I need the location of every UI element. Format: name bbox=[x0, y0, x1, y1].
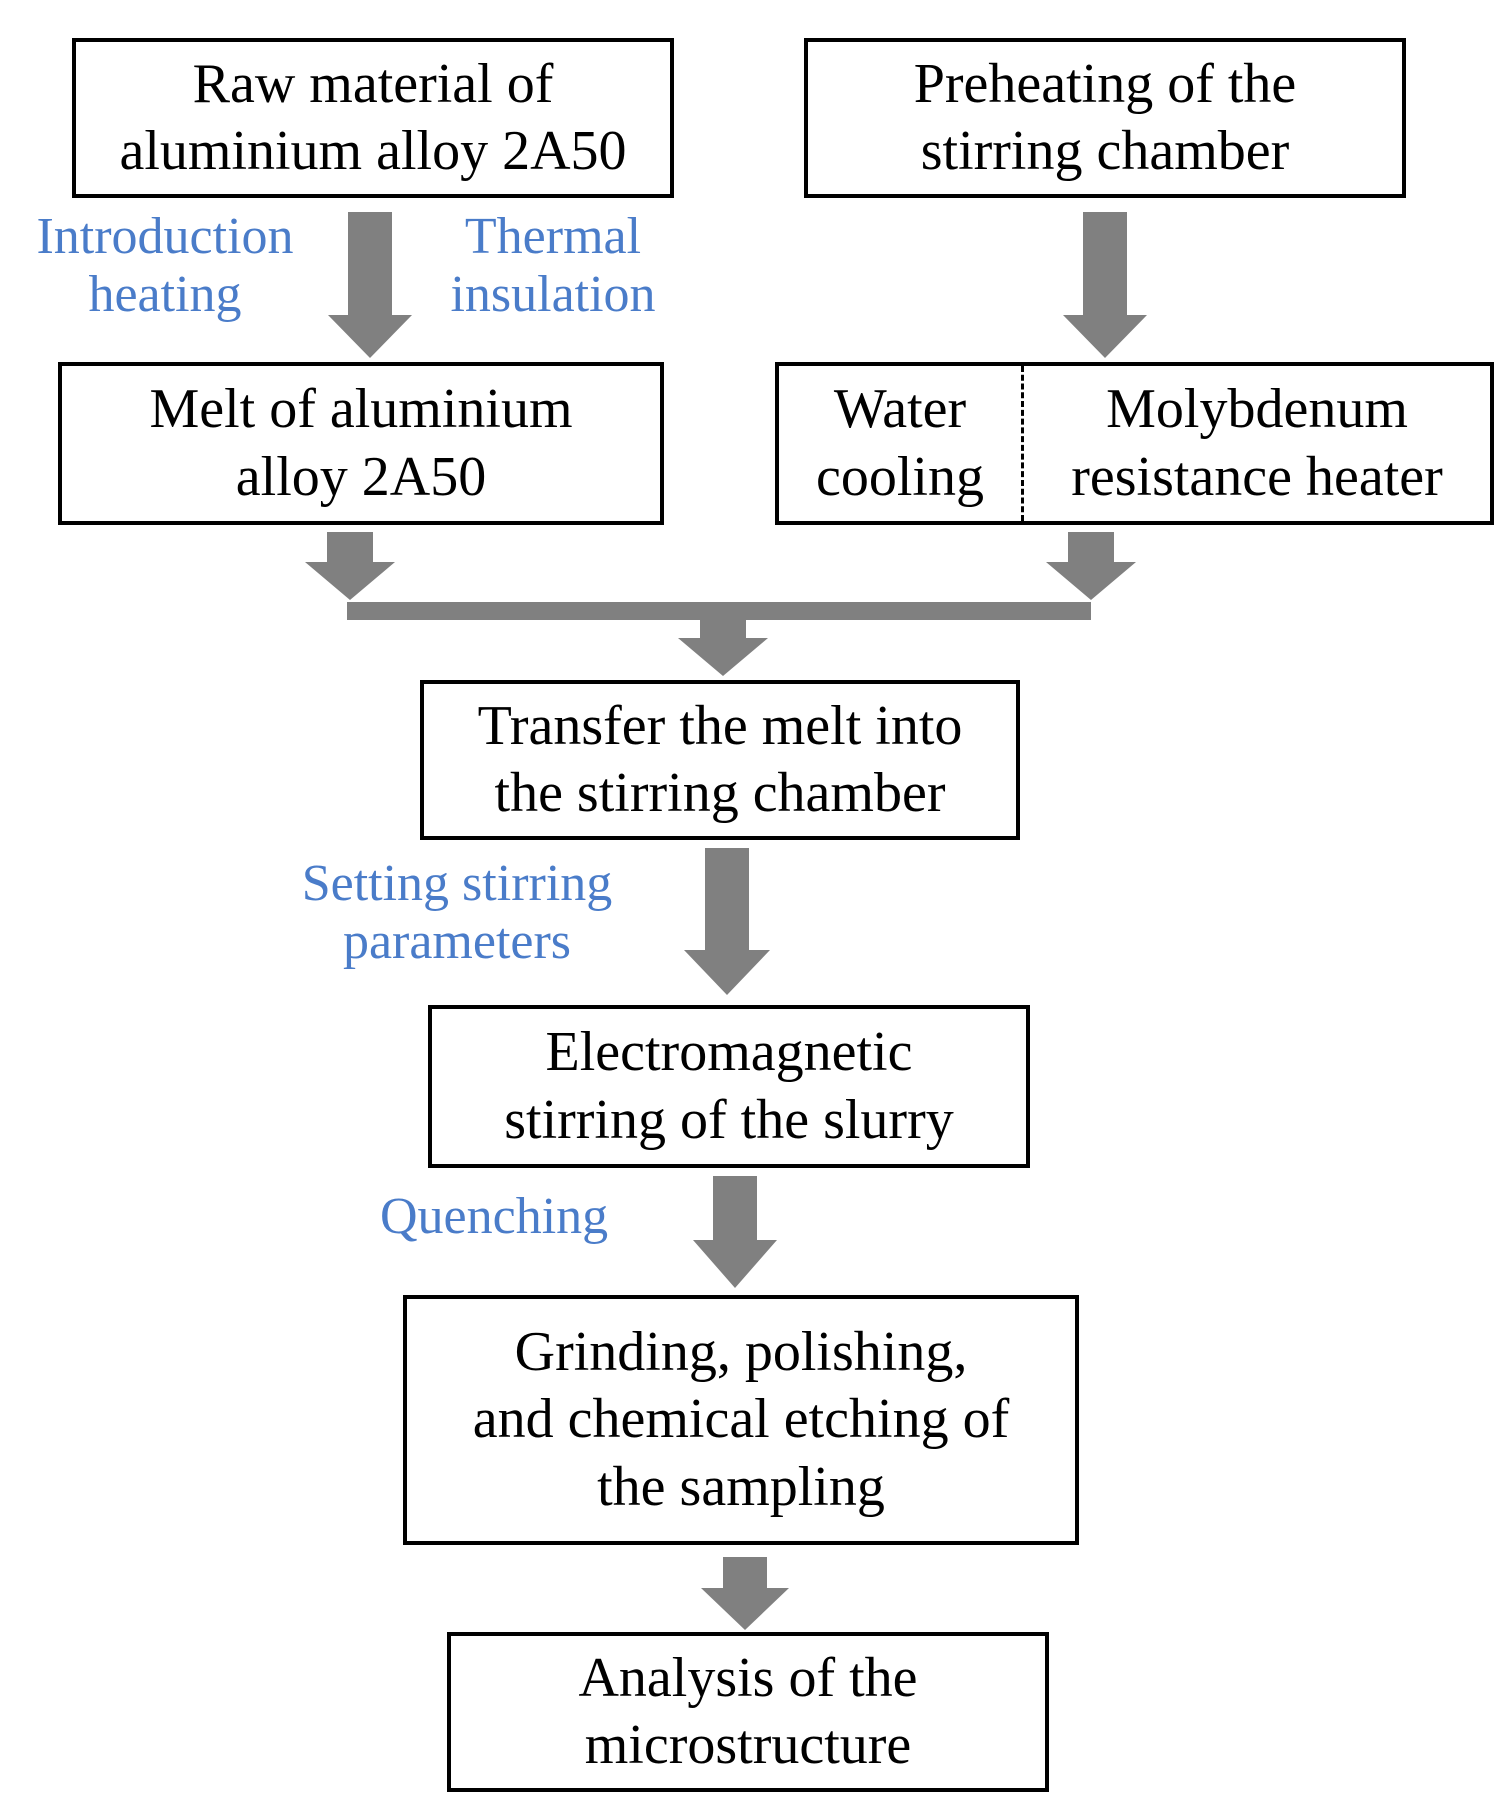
arrow-heater-to-merge bbox=[1046, 532, 1136, 600]
grinding-label: Grinding, polishing, and chemical etchin… bbox=[472, 1321, 1010, 1518]
preheating-box: Preheating of the stirring chamber bbox=[804, 38, 1406, 198]
arrow-transfer-to-stirring bbox=[684, 848, 770, 995]
arrow-raw-to-melt bbox=[328, 212, 412, 358]
water-cooling-section: Water cooling bbox=[779, 366, 1024, 521]
molybdenum-heater-label: Molybdenum resistance heater bbox=[1071, 378, 1443, 508]
cooling-heater-box: Water cooling Molybdenum resistance heat… bbox=[775, 362, 1494, 525]
melt-box: Melt of aluminium alloy 2A50 bbox=[58, 362, 664, 525]
raw-material-box: Raw material of aluminium alloy 2A50 bbox=[72, 38, 674, 198]
transfer-label: Transfer the melt into the stirring cham… bbox=[477, 694, 963, 824]
grinding-box: Grinding, polishing, and chemical etchin… bbox=[403, 1295, 1079, 1545]
analysis-label: Analysis of the microstructure bbox=[578, 1646, 918, 1776]
arrow-melt-to-merge bbox=[305, 532, 395, 600]
merge-bar bbox=[347, 602, 1091, 620]
analysis-box: Analysis of the microstructure bbox=[447, 1632, 1049, 1792]
raw-material-label: Raw material of aluminium alloy 2A50 bbox=[119, 52, 627, 182]
arrow-stirring-to-grinding bbox=[693, 1176, 777, 1288]
molybdenum-heater-section: Molybdenum resistance heater bbox=[1024, 366, 1490, 521]
introduction-heating-note: Introduction heating bbox=[36, 208, 294, 324]
setting-parameters-note: Setting stirring parameters bbox=[301, 855, 613, 971]
transfer-box: Transfer the melt into the stirring cham… bbox=[420, 680, 1020, 840]
melt-label: Melt of aluminium alloy 2A50 bbox=[149, 378, 573, 508]
arrow-merge-to-transfer bbox=[678, 620, 768, 676]
arrow-grinding-to-analysis bbox=[701, 1557, 789, 1630]
thermal-insulation-note: Thermal insulation bbox=[450, 208, 656, 324]
preheating-label: Preheating of the stirring chamber bbox=[913, 52, 1297, 182]
stirring-box: Electromagnetic stirring of the slurry bbox=[428, 1005, 1030, 1168]
arrow-preheat-to-heater bbox=[1063, 212, 1147, 358]
stirring-label: Electromagnetic stirring of the slurry bbox=[504, 1021, 954, 1151]
water-cooling-label: Water cooling bbox=[816, 378, 984, 508]
quenching-note: Quenching bbox=[380, 1188, 609, 1245]
